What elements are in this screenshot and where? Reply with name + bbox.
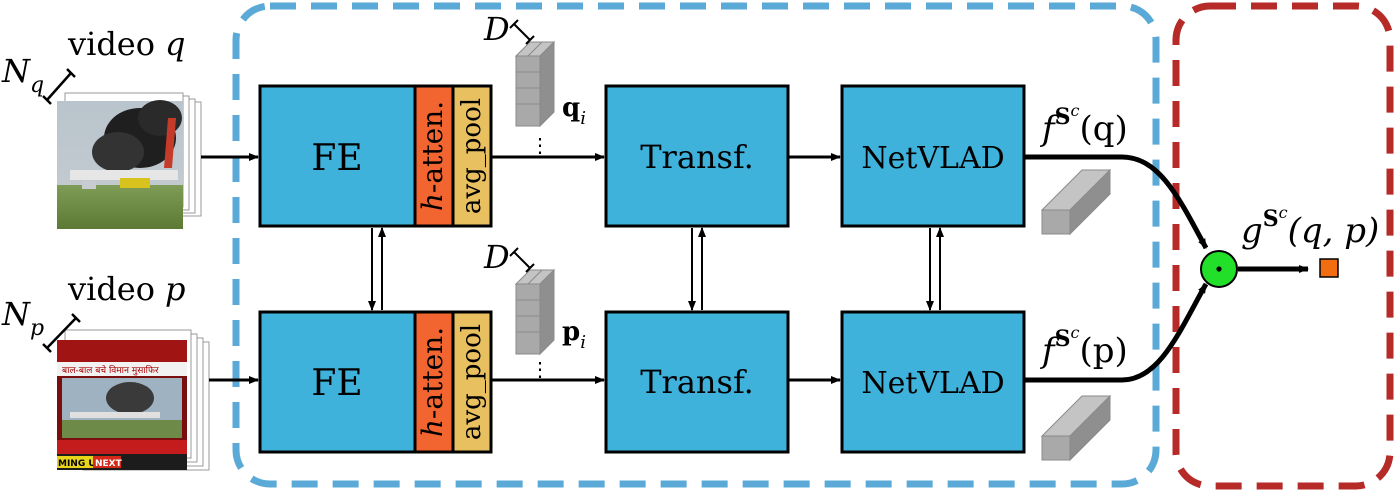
shared-weights-transf	[688, 227, 706, 311]
frames-count-bracket-q	[42, 68, 76, 105]
similarity-score-label: gSc(q, p)	[1241, 203, 1379, 251]
feature-region-border	[232, 2, 1160, 488]
transformer-label-top: Transf.	[640, 138, 754, 176]
transformer-block-top	[604, 84, 790, 228]
shared-weights-netvlad	[926, 227, 944, 311]
video-p-ticker-text: MING UP	[58, 459, 103, 469]
shared-weights-fe	[368, 227, 386, 311]
video-descriptor-q: fSc(q)	[1039, 101, 1128, 149]
dimension-label-top: D	[483, 10, 510, 48]
netvlad-label-top: NetVLAD	[861, 141, 1004, 176]
dimension-bracket-bottom	[509, 247, 535, 273]
descriptor-bar-q	[1040, 168, 1112, 236]
similarity-region-border	[1172, 2, 1394, 490]
feature-stack-p	[514, 268, 556, 356]
video-p-frame-stack: बाल-बाल बचे विमान मुसाफिर MING UP NEXT	[57, 329, 210, 471]
avgpool-label-top: avg_pool	[457, 98, 487, 214]
hatten-label-top: h-atten.	[416, 101, 449, 211]
netvlad-label-bottom: NetVLAD	[861, 366, 1004, 401]
video-p-thumbnail: बाल-बाल बचे विमान मुसाफिर MING UP NEXT	[57, 340, 187, 470]
dimension-label-bottom: D	[483, 238, 510, 276]
fe-label-top: FE	[311, 138, 362, 179]
feature-label-p: pi	[562, 317, 586, 353]
hatten-label-bottom: h-atten.	[416, 327, 449, 437]
video-q-frame-stack	[57, 92, 202, 229]
video-p-ticker-next: NEXT	[95, 459, 123, 469]
frames-count-bracket-p	[42, 313, 81, 353]
avgpool-block-bottom	[451, 310, 493, 454]
connector-bottom-to-similarity	[1024, 282, 1209, 383]
avgpool-label-bottom: avg_pool	[457, 324, 487, 440]
fe-label-bottom: FE	[311, 363, 362, 404]
connector-top-to-similarity	[1024, 154, 1209, 250]
dimension-bracket-top	[509, 19, 535, 45]
transformer-label-bottom: Transf.	[640, 363, 754, 401]
netvlad-block-top	[840, 84, 1026, 228]
transformer-block-bottom	[604, 310, 790, 454]
descriptor-bar-p	[1040, 394, 1112, 462]
video-descriptor-p: fSc(p)	[1039, 323, 1128, 371]
feature-ellipsis-top: ⋮	[530, 133, 550, 157]
feature-label-q: qi	[562, 93, 586, 129]
feature-stack-q	[514, 40, 556, 128]
fe-block-top	[258, 84, 417, 228]
feature-ellipsis-bottom: ⋮	[530, 357, 550, 381]
frames-count-q: Nq	[1, 52, 44, 98]
video-q-thumbnail	[57, 100, 183, 229]
fe-block-bottom	[258, 310, 417, 454]
dot-product-symbol	[1216, 266, 1222, 272]
video-p-header-text: बाल-बाल बचे विमान मुसाफिर	[62, 364, 159, 376]
similarity-output-square	[1319, 258, 1339, 278]
frames-count-p: Np	[1, 295, 44, 341]
